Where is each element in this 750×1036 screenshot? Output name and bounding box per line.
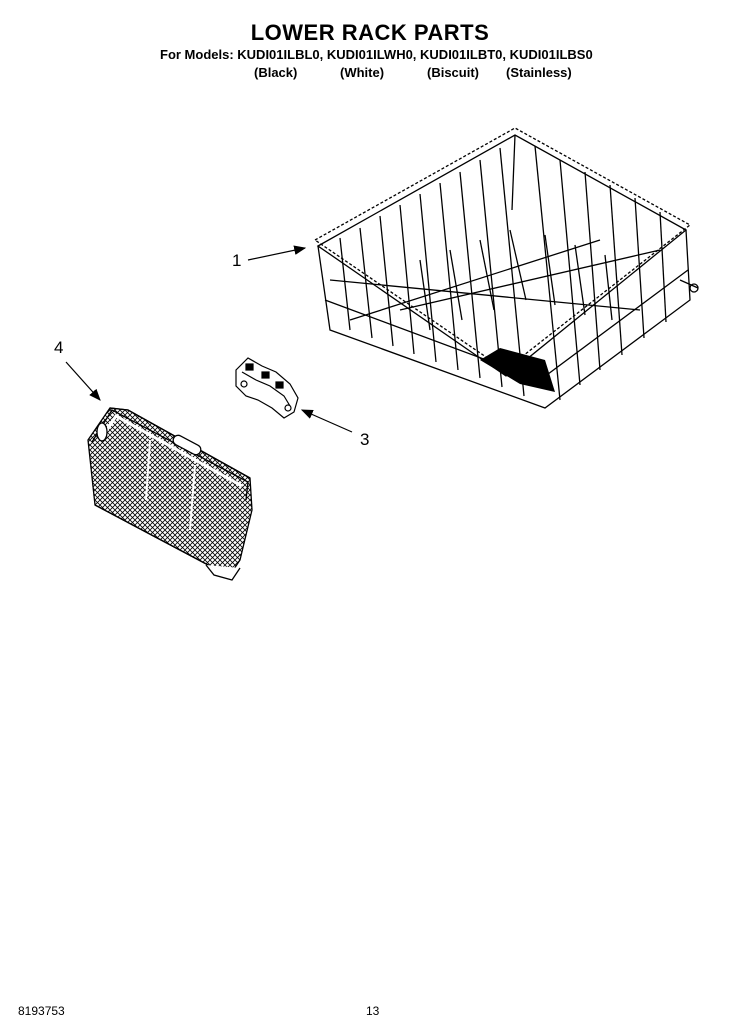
color-biscuit: (Biscuit) — [427, 65, 479, 80]
callout-1: 1 — [232, 251, 242, 270]
page-number: 13 — [366, 1004, 380, 1018]
color-stainless: (Stainless) — [506, 65, 572, 80]
models-line: For Models: KUDI01ILBL0, KUDI01ILWH0, KU… — [160, 47, 593, 62]
color-white: (White) — [340, 65, 385, 80]
leader-arrow-3 — [300, 409, 353, 433]
color-black: (Black) — [254, 65, 298, 80]
color-legend: (Black) (White) (Biscuit) (Stainless) — [0, 65, 750, 81]
lower-rack-drawing — [313, 127, 699, 409]
silverware-basket-drawing — [87, 407, 253, 581]
leader-arrow-4 — [65, 361, 101, 401]
doc-number: 8193753 — [18, 1004, 65, 1018]
callout-3: 3 — [360, 430, 370, 449]
leader-arrow-1 — [247, 245, 307, 261]
rack-shadow — [480, 348, 555, 392]
rack-clip-drawing — [235, 357, 299, 419]
callout-4: 4 — [54, 338, 64, 357]
page-title: LOWER RACK PARTS — [250, 20, 490, 45]
